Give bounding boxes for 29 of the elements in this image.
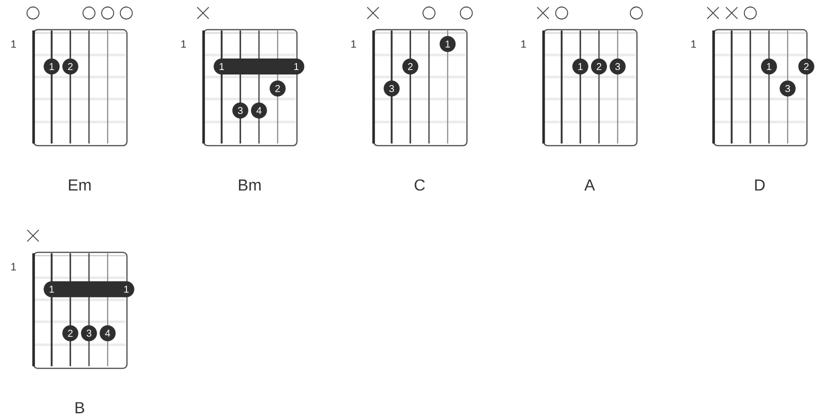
muted-string-cross xyxy=(366,6,380,20)
open-string-circle xyxy=(422,6,436,20)
chord-name: B xyxy=(76,402,84,414)
muted-string-cross xyxy=(536,6,550,20)
fret-number: 1 xyxy=(11,40,16,48)
open-string-circle xyxy=(101,6,114,20)
open-string-circle xyxy=(460,6,473,20)
fret-number: 1 xyxy=(11,263,16,270)
fret-number: 1 xyxy=(521,40,526,48)
fret-number: 1 xyxy=(181,40,186,48)
open-string-circle xyxy=(744,6,757,20)
muted-string-cross xyxy=(706,6,720,20)
open-string-circle xyxy=(555,6,568,20)
fret-number: 1 xyxy=(691,40,696,48)
chord-name: Em xyxy=(68,180,91,190)
barre-bar: 1 1 xyxy=(44,281,134,298)
barre-bar: 1 1 xyxy=(214,58,304,74)
muted-string-cross xyxy=(196,6,210,20)
chord-name: Bm xyxy=(238,180,261,190)
chord-name: D xyxy=(755,180,765,190)
chord-name: A xyxy=(584,180,595,190)
muted-string-cross xyxy=(725,6,738,20)
open-string-circle xyxy=(120,6,133,20)
open-string-circle xyxy=(26,6,40,20)
fret-number: 1 xyxy=(351,40,356,48)
muted-string-cross xyxy=(26,229,40,242)
chord-name: C xyxy=(414,179,425,191)
open-string-circle xyxy=(630,6,643,20)
open-string-circle xyxy=(82,6,96,20)
